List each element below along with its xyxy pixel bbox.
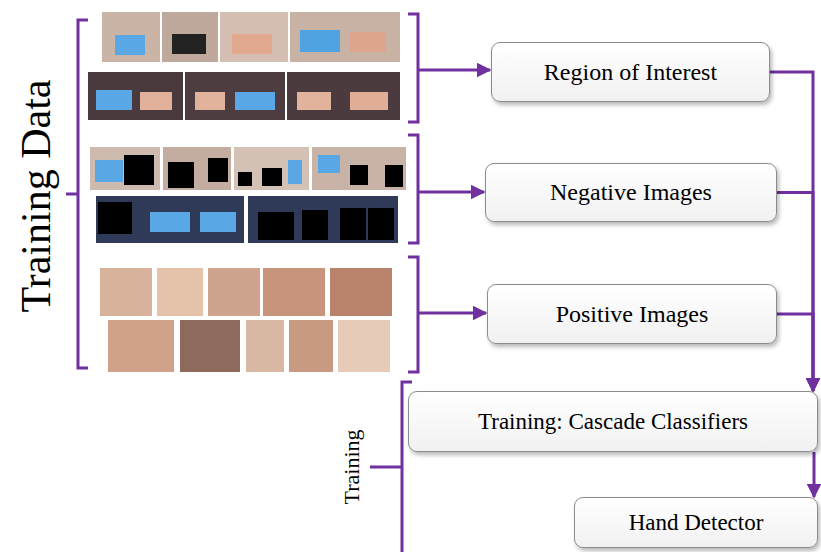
- detector-box: Hand Detector: [574, 497, 818, 548]
- node-text: Training: Cascade Classifiers: [478, 409, 748, 435]
- bracket: [66, 14, 490, 552]
- node-text: Negative Images: [550, 179, 712, 206]
- flow-arrow: [770, 72, 813, 391]
- negative-box: Negative Images: [485, 163, 777, 222]
- flow-arrow: [813, 452, 816, 497]
- negative-photos: [90, 147, 406, 243]
- training-box: Training: Cascade Classifiers: [408, 391, 818, 452]
- node-text: Positive Images: [556, 301, 709, 328]
- positive-photos: [100, 268, 392, 372]
- roi-photos: [88, 12, 400, 120]
- flow-arrow: [777, 193, 813, 392]
- roi-box: Region of Interest: [491, 42, 770, 102]
- flow-arrow: [777, 314, 813, 391]
- node-text: Hand Detector: [629, 510, 764, 536]
- group-label: Training Data: [12, 80, 60, 313]
- positive-box: Positive Images: [487, 284, 777, 344]
- group-label: Training: [339, 430, 365, 505]
- node-text: Region of Interest: [544, 59, 717, 86]
